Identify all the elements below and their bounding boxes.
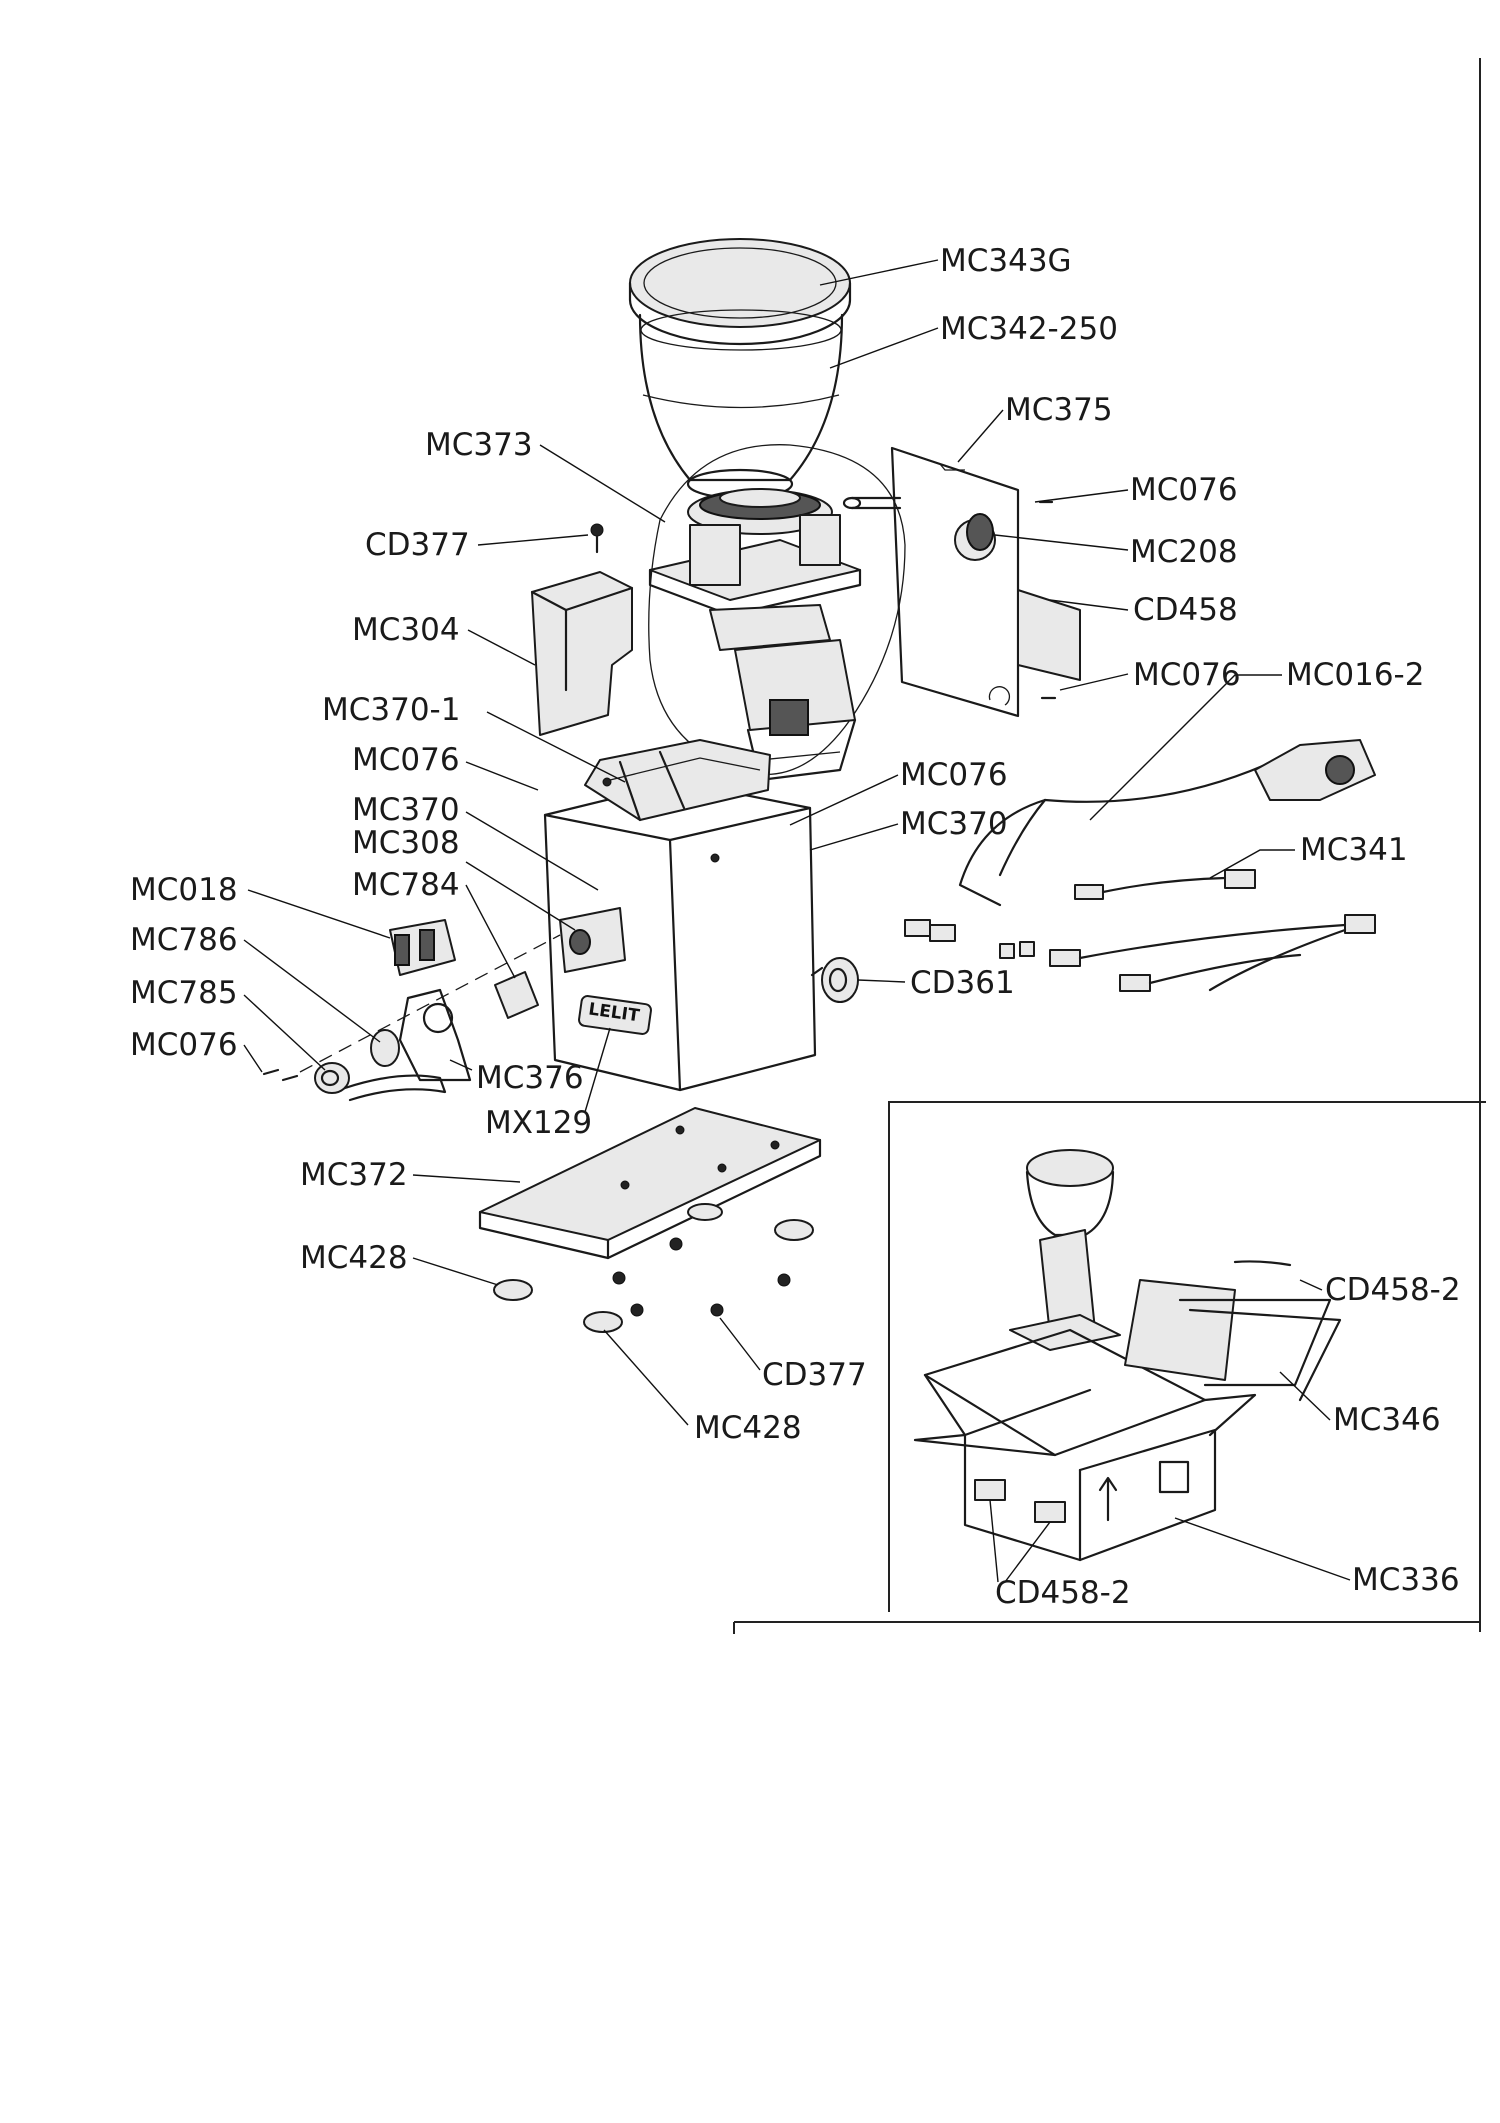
label-mc076-d: MC076 — [900, 757, 1008, 793]
label-cd377-b: CD377 — [762, 1357, 867, 1393]
packaging-inset — [913, 1149, 1342, 1562]
label-mc304: MC304 — [352, 612, 460, 648]
hopper-lid — [628, 238, 852, 346]
label-mc336: MC336 — [1352, 1562, 1460, 1598]
main-body-housing: LELIT — [543, 739, 817, 1092]
grinder-motor-assembly — [648, 444, 906, 782]
label-mc372: MC372 — [300, 1157, 408, 1193]
leader-lines — [243, 259, 1351, 1583]
label-mc308: MC308 — [352, 825, 460, 861]
label-mc076-c: MC076 — [352, 742, 460, 778]
label-mc784: MC784 — [352, 867, 460, 903]
label-mc428-b: MC428 — [694, 1410, 802, 1446]
hopper — [638, 309, 844, 500]
power-cord-and-wiring — [904, 739, 1376, 992]
base-screws — [612, 1237, 791, 1317]
label-mc076-b: MC076 — [1133, 657, 1241, 693]
label-mc428-a: MC428 — [300, 1240, 408, 1276]
label-cd458-2-b: CD458-2 — [995, 1575, 1131, 1611]
label-mc341: MC341 — [1300, 832, 1408, 868]
label-mc016-2: MC016-2 — [1286, 657, 1424, 693]
label-mc076-e: MC076 — [130, 1027, 238, 1063]
label-mc370-a: MC370 — [352, 792, 460, 828]
label-cd361: CD361 — [910, 965, 1015, 1001]
label-mc370-1: MC370-1 — [322, 692, 460, 728]
label-mc208: MC208 — [1130, 534, 1238, 570]
switch-and-bracket — [262, 919, 561, 1102]
front-cover — [530, 523, 634, 736]
back-panel — [890, 446, 1081, 718]
label-cd458: CD458 — [1133, 592, 1238, 628]
label-cd458-2-a: CD458-2 — [1325, 1272, 1461, 1308]
label-mc370-b: MC370 — [900, 806, 1008, 842]
label-mc375: MC375 — [1005, 392, 1113, 428]
label-mc018: MC018 — [130, 872, 238, 908]
label-mc342-250: MC342-250 — [940, 311, 1118, 347]
label-mc343g: MC343G — [940, 243, 1072, 279]
base-plate — [478, 1107, 822, 1260]
label-cd377-a: CD377 — [365, 527, 470, 563]
label-mc785: MC785 — [130, 975, 238, 1011]
label-mc786: MC786 — [130, 922, 238, 958]
cable-grommet — [810, 957, 859, 1003]
page-frame — [733, 58, 1486, 1634]
rubber-feet — [493, 1203, 814, 1333]
label-mc376: MC376 — [476, 1060, 584, 1096]
label-mc373: MC373 — [425, 427, 533, 463]
part-labels: MC343G MC342-250 MC375 MC373 MC076 CD377… — [130, 243, 1461, 1611]
label-mc346: MC346 — [1333, 1402, 1441, 1438]
label-mc076-a: MC076 — [1130, 472, 1238, 508]
label-mx129: MX129 — [485, 1105, 592, 1141]
